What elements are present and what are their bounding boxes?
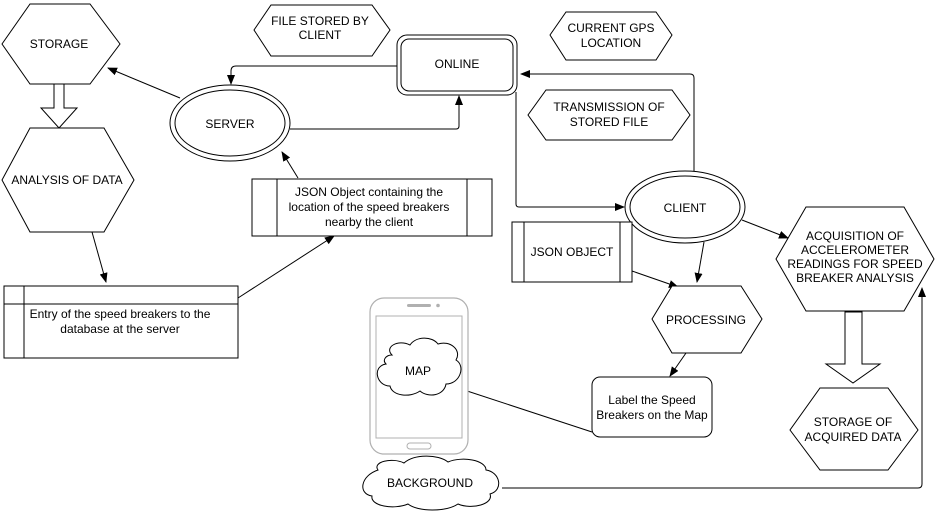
processing-shape	[651, 285, 763, 354]
map-node: MAP	[376, 337, 462, 396]
processing-node: PROCESSING	[651, 285, 763, 354]
edge-server-to-online	[290, 95, 463, 130]
transmission-shape	[527, 89, 691, 141]
edge-entry-to-json	[237, 235, 335, 299]
edge-server-to-storage	[107, 67, 181, 99]
server-node: SERVER	[169, 84, 291, 162]
transmission-node: TRANSMISSION OF STORED FILE	[527, 89, 691, 141]
entry-shape	[3, 285, 239, 359]
online-node: ONLINE	[396, 34, 518, 96]
acquisition-line-4: BREAKER ANALYSIS	[796, 271, 914, 285]
storage-node: STORAGE	[1, 3, 121, 85]
json-location-line-2: location of the speed breakers	[289, 200, 450, 214]
analysis-node: ANALYSIS OF DATA	[1, 127, 135, 233]
phone-home-button	[406, 442, 432, 450]
map-label: MAP	[405, 364, 431, 378]
block-arrow-acquisition-to-storage	[824, 311, 882, 384]
analysis-shape	[1, 127, 135, 233]
acquisition-line-2: ACCELEROMETER	[801, 243, 909, 257]
transmission-line-2: STORED FILE	[570, 115, 648, 129]
server-label: SERVER	[205, 117, 254, 131]
acquisition-line-1: ACQUISITION OF	[806, 229, 904, 243]
label-speed-node: Label the Speed Breakers on the Map	[591, 376, 713, 438]
edge-client-to-acquisition	[741, 219, 789, 239]
online-inner-shape	[400, 38, 514, 92]
file-stored-line-1: FILE STORED BY	[271, 14, 369, 28]
client-node: CLIENT	[624, 170, 746, 244]
json-location-line-1: JSON Object containing the	[295, 185, 443, 199]
phone-camera	[436, 303, 440, 308]
server-inner-shape	[174, 89, 286, 157]
json-location-line-3: nearby the client	[325, 215, 414, 229]
processing-label: PROCESSING	[666, 313, 746, 327]
analysis-label: ANALYSIS OF DATA	[11, 173, 122, 187]
entry-line-1: Entry of the speed breakers to the	[30, 307, 211, 321]
online-label: ONLINE	[435, 57, 480, 71]
current-gps-line-2: LOCATION	[581, 36, 641, 50]
edges	[39, 65, 926, 489]
file-stored-shape	[253, 4, 391, 57]
label-speed-line-2: Breakers on the Map	[596, 408, 708, 422]
json-object-shape	[511, 221, 633, 283]
background-label: BACKGROUND	[387, 476, 473, 490]
acquisition-line-3: READINGS FOR SPEED	[787, 257, 923, 271]
storage-acquired-node: STORAGE OF ACQUIRED DATA	[789, 387, 919, 471]
edge-client-to-online	[520, 70, 695, 172]
edge-json-to-server	[281, 151, 299, 179]
phone-speaker	[407, 304, 431, 307]
storage-label: STORAGE	[30, 37, 88, 51]
map-cloud-shape	[376, 337, 462, 396]
json-object-label: JSON OBJECT	[531, 245, 614, 259]
edge-online-to-server	[227, 65, 398, 85]
entry-node: Entry of the speed breakers to the datab…	[3, 285, 239, 359]
edge-online-to-client	[515, 92, 625, 211]
background-cloud-shape	[362, 455, 500, 511]
entry-line-2: database at the server	[60, 322, 179, 336]
storage-acquired-shape	[789, 387, 919, 471]
storage-shape	[1, 3, 121, 85]
background-node: BACKGROUND	[362, 455, 500, 511]
file-stored-node: FILE STORED BY CLIENT	[253, 4, 391, 57]
storage-acquired-line-2: ACQUIRED DATA	[805, 430, 902, 444]
json-location-node: JSON Object containing the location of t…	[251, 178, 493, 237]
current-gps-line-1: CURRENT GPS	[567, 21, 654, 35]
current-gps-node: CURRENT GPS LOCATION	[549, 11, 673, 61]
edge-analysis-to-entry	[91, 231, 108, 283]
label-speed-shape	[591, 376, 713, 438]
storage-acquired-line-1: STORAGE OF	[814, 415, 892, 429]
transmission-line-1: TRANSMISSION OF	[553, 100, 664, 114]
edge-client-to-processing	[694, 241, 705, 283]
acquisition-shape	[775, 206, 935, 312]
edge-label-to-map	[457, 387, 593, 433]
acquisition-node: ACQUISITION OF ACCELEROMETER READINGS FO…	[775, 206, 935, 312]
client-inner-shape	[629, 175, 741, 239]
block-arrow-storage-to-analysis	[39, 83, 79, 129]
json-object-node: JSON OBJECT	[511, 221, 633, 283]
label-speed-line-1: Label the Speed	[608, 393, 695, 407]
edge-processing-to-label	[669, 352, 687, 377]
client-label: CLIENT	[664, 201, 707, 215]
edge-background-to-acquisition	[502, 287, 926, 489]
file-stored-line-2: CLIENT	[299, 28, 342, 42]
edge-jsonobject-to-processing	[631, 270, 679, 288]
json-location-shape	[251, 178, 493, 237]
current-gps-shape	[549, 11, 673, 61]
